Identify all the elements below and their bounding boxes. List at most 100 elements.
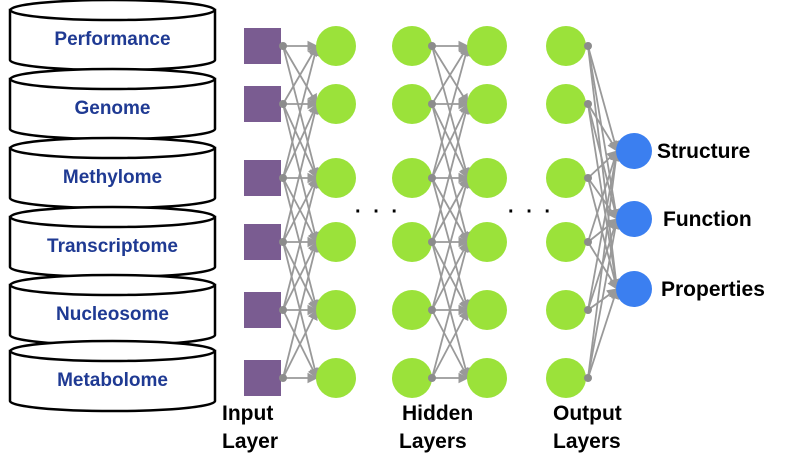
hidden-layer-label-line2: Layers <box>399 430 467 453</box>
hidden-junction <box>428 100 436 108</box>
hidden-ellipsis-2: · · · <box>508 201 554 223</box>
hidden-node <box>467 222 507 262</box>
output-junction <box>584 42 592 50</box>
input-node <box>244 224 281 260</box>
edge-input-hidden <box>282 176 320 311</box>
hidden-node <box>316 222 356 262</box>
edge-hidden-output <box>587 217 621 379</box>
hidden-node <box>467 358 507 398</box>
database-cylinder: Nucleosome <box>8 273 217 347</box>
output-layer-label-line2: Layers <box>553 430 621 453</box>
hidden-junction <box>428 238 436 246</box>
output-junction <box>584 100 592 108</box>
output-junction <box>584 306 592 314</box>
output-label: Properties <box>661 278 765 301</box>
edge-hidden-output <box>587 149 621 311</box>
edge-hidden-output <box>587 287 620 379</box>
hidden-ellipsis-1: · · · <box>355 201 401 223</box>
connections <box>282 40 622 384</box>
database-label: Metabolome <box>57 370 168 391</box>
edge-hidden-hidden <box>431 102 471 243</box>
output-junction <box>584 238 592 246</box>
edge-hidden-output <box>587 103 618 152</box>
edge-hidden-hidden <box>431 240 471 379</box>
hidden-node <box>546 158 586 198</box>
hidden-node <box>546 84 586 124</box>
edge-input-hidden <box>282 44 320 179</box>
edge-hidden-hidden <box>431 176 471 311</box>
hidden-junction <box>428 306 436 314</box>
hidden-node <box>467 290 507 330</box>
edge-hidden-hidden <box>431 309 469 379</box>
output-label: Structure <box>657 140 750 163</box>
database-cylinder: Metabolome <box>8 339 217 413</box>
hidden-node <box>546 290 586 330</box>
output-node <box>616 133 652 169</box>
database-stack: PerformanceGenomeMethylomeTranscriptomeN… <box>8 0 217 413</box>
hidden-layer-label-line1: Hidden <box>402 402 473 425</box>
hidden-node <box>467 84 507 124</box>
input-layer-label-line2: Layer <box>222 430 278 453</box>
database-label: Performance <box>54 29 170 50</box>
hidden-node <box>546 358 586 398</box>
input-junction <box>279 238 287 246</box>
edge-hidden-output <box>587 149 620 243</box>
hidden-node <box>392 84 432 124</box>
database-cylinder: Methylome <box>8 136 217 210</box>
edge-hidden-output <box>587 45 620 153</box>
edge-hidden-output <box>587 149 622 379</box>
input-node <box>244 86 281 122</box>
hidden-node <box>392 222 432 262</box>
database-label: Transcriptome <box>47 236 178 257</box>
hidden-node <box>392 358 432 398</box>
hidden-node <box>546 222 586 262</box>
input-node <box>244 292 281 328</box>
hidden-junction <box>428 374 436 382</box>
hidden-node <box>316 158 356 198</box>
edge-input-hidden <box>282 241 318 311</box>
database-cylinder: Transcriptome <box>8 205 217 279</box>
edge-hidden-hidden <box>431 241 469 311</box>
input-junction <box>279 100 287 108</box>
input-junction <box>279 174 287 182</box>
output-node <box>616 271 652 307</box>
input-node <box>244 360 281 396</box>
database-label: Methylome <box>63 167 162 188</box>
hidden-junction <box>428 174 436 182</box>
hidden-node <box>467 158 507 198</box>
output-label: Function <box>663 208 752 231</box>
hidden-junction <box>428 42 436 50</box>
input-layer-label-line1: Input <box>222 402 273 425</box>
database-label: Genome <box>74 98 150 119</box>
hidden-node <box>392 158 432 198</box>
edge-input-hidden <box>282 309 318 379</box>
edge-input-hidden <box>282 102 320 243</box>
hidden-node <box>316 358 356 398</box>
edge-hidden-hidden <box>431 103 469 179</box>
hidden-node <box>392 290 432 330</box>
hidden-node <box>392 26 432 66</box>
edge-hidden-output <box>587 103 620 221</box>
hidden-node <box>316 26 356 66</box>
edge-hidden-hidden <box>431 44 471 179</box>
input-node <box>244 160 281 196</box>
hidden-node <box>467 26 507 66</box>
output-node <box>616 201 652 237</box>
database-cylinder: Performance <box>8 0 217 72</box>
hidden-node <box>316 84 356 124</box>
edge-input-hidden <box>282 240 320 379</box>
edge-input-hidden <box>282 103 318 179</box>
output-junction <box>584 374 592 382</box>
input-junction <box>279 374 287 382</box>
database-label: Nucleosome <box>56 304 169 325</box>
output-junction <box>584 174 592 182</box>
input-junction <box>279 306 287 314</box>
hidden-node <box>316 290 356 330</box>
input-junction <box>279 42 287 50</box>
output-layer-label-line1: Output <box>553 402 622 425</box>
hidden-node <box>546 26 586 66</box>
database-cylinder: Genome <box>8 67 217 141</box>
